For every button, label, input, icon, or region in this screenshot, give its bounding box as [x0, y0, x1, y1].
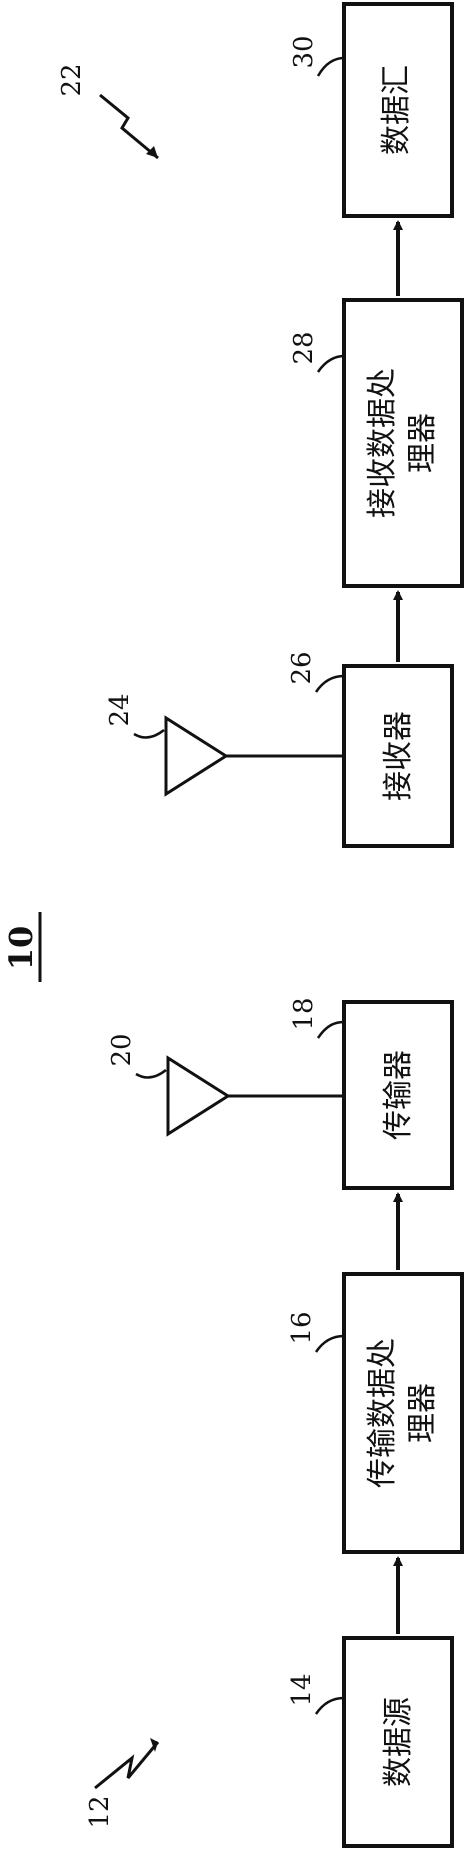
leader-30 — [316, 56, 345, 77]
block-30-label: 数据汇 — [379, 65, 414, 155]
block-18-label: 传输器 — [381, 1050, 416, 1140]
block-transmitter: 传输器 18 — [289, 997, 454, 1190]
antenna-24: 24 — [105, 693, 344, 797]
ref-14-label: 14 — [287, 1673, 317, 1706]
leader-28 — [316, 354, 345, 373]
block-18-frame — [342, 1000, 454, 1190]
block-28-frame — [342, 298, 464, 588]
ref-16-label: 16 — [287, 1311, 317, 1344]
ref-24-label: 24 — [105, 693, 135, 726]
leader-14 — [314, 1696, 345, 1715]
lightning-arrowhead-12 — [150, 1738, 158, 1752]
ref-30-label: 30 — [289, 35, 319, 68]
block-30-frame — [342, 2, 454, 218]
leader-26 — [314, 674, 345, 693]
block-data-sink: 数据汇 30 — [289, 2, 454, 218]
block-16-label-line1: 传输数据处 — [365, 1338, 400, 1488]
block-receiver: 接收器 26 — [287, 651, 454, 848]
block-26-frame — [342, 664, 454, 848]
block-16-frame — [342, 1272, 464, 1554]
ref-22-label: 22 — [57, 63, 87, 96]
block-28-label-line2: 理器 — [405, 413, 440, 473]
antenna-20-triangle — [166, 1055, 231, 1137]
ref-12-label: 12 — [85, 1795, 115, 1828]
leader-20 — [135, 1069, 167, 1079]
lightning-arrow-12 — [94, 1741, 160, 1790]
leader-18 — [316, 1020, 345, 1039]
block-transmit-data-processor: 传输数据处 理器 16 — [287, 1272, 464, 1554]
leader-24 — [133, 729, 165, 739]
leader-16 — [314, 1334, 345, 1353]
antenna-20: 20 — [107, 1033, 344, 1137]
lightning-arrowhead-22 — [146, 146, 158, 158]
figure-number: 10 — [2, 926, 40, 971]
block-16-label-line2: 理器 — [405, 1383, 440, 1443]
ref-20-label: 20 — [107, 1033, 137, 1066]
block-14-label: 数据源 — [381, 1697, 416, 1787]
block-28-label-line1: 接收数据处 — [365, 368, 400, 518]
block-receive-data-processor: 接收数据处 理器 28 — [289, 298, 464, 588]
lightning-arrow-22 — [99, 93, 159, 160]
ref-28-label: 28 — [289, 331, 319, 364]
antenna-24-triangle — [164, 715, 229, 797]
block-data-source: 数据源 14 — [287, 1636, 454, 1848]
ref-18-label: 18 — [289, 997, 319, 1030]
block-26-label: 接收器 — [381, 711, 416, 801]
system-ref-22: 22 — [57, 63, 159, 160]
ref-26-label: 26 — [287, 651, 317, 684]
system-ref-12: 12 — [85, 1738, 160, 1829]
block-14-frame — [342, 1636, 454, 1848]
